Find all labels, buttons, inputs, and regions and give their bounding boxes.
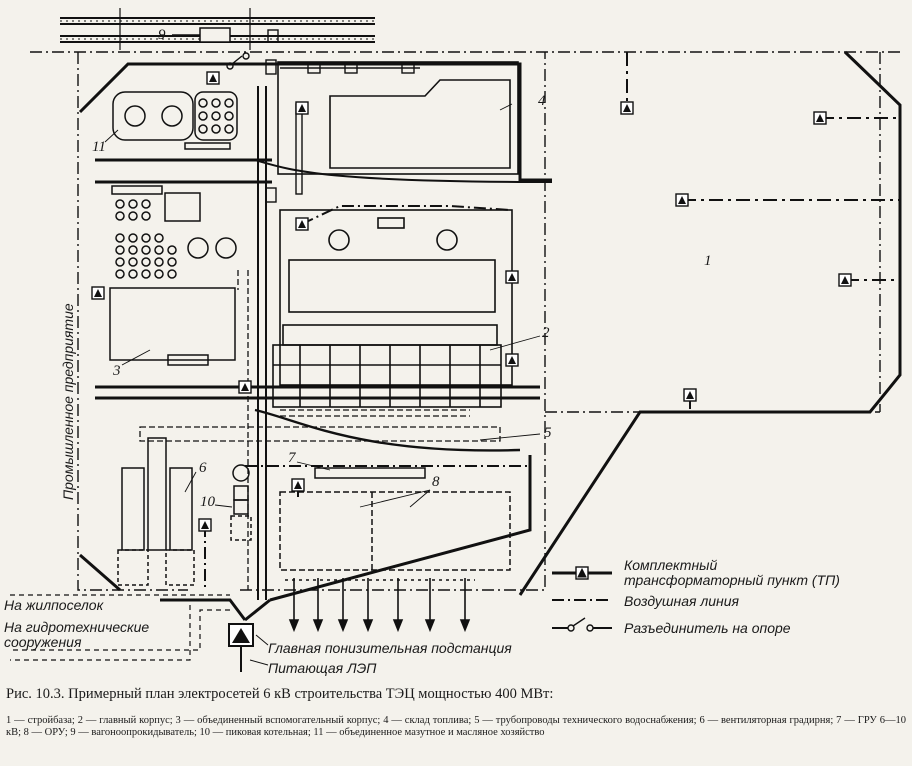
- label-1: 1: [704, 253, 712, 269]
- leader-lines: [104, 35, 541, 508]
- legend-symbols: [552, 566, 612, 632]
- legend-disconnector: Разъединитель на опоре: [624, 620, 791, 636]
- building-2: [272, 209, 513, 408]
- figure-caption: Рис. 10.3. Примерный план электросетей 6…: [6, 686, 906, 739]
- site-plan: [10, 8, 902, 672]
- gru-oru: [279, 467, 511, 571]
- oru-outputs: [285, 578, 475, 633]
- caption-title: Рис. 10.3. Примерный план электросетей 6…: [6, 686, 554, 702]
- building-6: [117, 437, 195, 586]
- inner-feeders: [204, 205, 530, 590]
- label-7: 7: [288, 450, 296, 466]
- top-disconnector: [226, 52, 250, 70]
- stroybase-feeders: [626, 52, 900, 412]
- feeder-hydro-label-2: сооружения: [4, 634, 82, 650]
- label-2: 2: [542, 325, 550, 341]
- legend-tp-line2: трансформаторный пункт (ТП): [624, 572, 840, 588]
- feeder-hydro-label-1: На гидротехнические: [4, 619, 150, 635]
- building-11: [112, 91, 238, 150]
- car-dumper: [172, 27, 231, 43]
- label-6: 6: [199, 460, 207, 476]
- supply-line-label: Питающая ЛЭП: [268, 660, 377, 676]
- building-4: [277, 61, 519, 175]
- label-4: 4: [538, 93, 546, 109]
- label-5: 5: [544, 425, 552, 441]
- site-boundary: [30, 51, 900, 591]
- cable-routes: [78, 62, 553, 622]
- pipeline-5: [139, 270, 501, 590]
- label-3: 3: [113, 363, 121, 379]
- building-10: [230, 464, 252, 541]
- stroybase-area: [518, 50, 902, 596]
- label-10: 10: [200, 494, 215, 510]
- caption-legend: 1 — стройбаза; 2 — главный корпус; 3 — о…: [6, 715, 906, 738]
- legend-overhead: Воздушная линия: [624, 593, 740, 609]
- label-11: 11: [92, 139, 106, 155]
- building-3: [109, 185, 237, 366]
- main-substation-symbol: [228, 623, 269, 672]
- main-substation-label: Главная понизительная подстанция: [268, 640, 512, 656]
- label-9: 9: [158, 27, 166, 43]
- industrial-enterprise-label: Промышленное предприятие: [60, 303, 76, 500]
- feeder-settlement-label: На жилпоселок: [4, 597, 104, 613]
- legend-tp-line1: Комплектный: [624, 557, 718, 573]
- label-8: 8: [432, 474, 440, 490]
